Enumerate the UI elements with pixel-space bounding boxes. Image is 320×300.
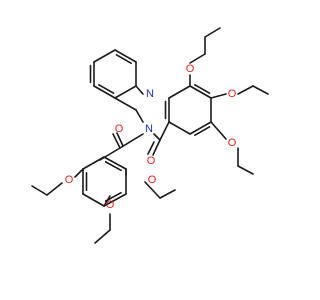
bond-line (147, 141, 155, 155)
bond-line (74, 168, 84, 178)
bond-line (114, 85, 137, 99)
bond-line (210, 121, 227, 140)
bond-line (94, 229, 111, 244)
molecule-structure: O O O O N N O O O O (31, 27, 269, 244)
bond-line (237, 85, 254, 95)
bond-line (252, 85, 269, 95)
atom-labels: O O O O N N O O O O (65, 63, 237, 211)
bond-line (194, 83, 211, 94)
bond-line (144, 181, 161, 199)
bond-line (103, 193, 127, 207)
bond-line (114, 97, 137, 111)
bond-line (104, 161, 122, 172)
bond-line (159, 121, 170, 141)
oxygen-label: O (228, 88, 237, 100)
bond-line (168, 85, 191, 99)
bond-line (204, 27, 221, 38)
bond-line (82, 156, 105, 170)
bond-line (103, 156, 127, 170)
bond-line (189, 85, 212, 99)
oxygen-label: O (115, 123, 124, 135)
bond-lines (31, 27, 269, 244)
oxygen-label: O (186, 63, 195, 75)
bond-line (114, 49, 137, 63)
bond-line (210, 93, 227, 99)
bond-line (98, 83, 115, 94)
bond-line (168, 121, 191, 135)
bond-line (93, 49, 116, 63)
nitrogen-label: N (145, 123, 153, 135)
bond-line (115, 54, 132, 65)
bond-line (194, 126, 211, 137)
bond-line (112, 133, 121, 149)
bond-line (135, 85, 144, 95)
bond-line (189, 121, 212, 135)
bond-line (103, 195, 111, 207)
bond-line (119, 133, 144, 149)
bond-line (237, 165, 254, 175)
bond-line (93, 85, 116, 99)
bond-line (189, 53, 206, 64)
nitrogen-label: N (146, 88, 154, 100)
oxygen-label: O (65, 174, 74, 186)
bond-line (46, 182, 63, 196)
bond-line (82, 193, 105, 207)
bond-line (152, 139, 161, 156)
bond-line (116, 132, 124, 147)
bond-line (31, 185, 48, 196)
oxygen-label: O (147, 155, 156, 167)
bond-line (153, 133, 161, 141)
oxygen-label: O (228, 137, 237, 149)
oxygen-label: O (106, 199, 115, 211)
oxygen-label: O (148, 174, 157, 186)
bond-line (135, 109, 144, 123)
bond-line (159, 189, 176, 199)
